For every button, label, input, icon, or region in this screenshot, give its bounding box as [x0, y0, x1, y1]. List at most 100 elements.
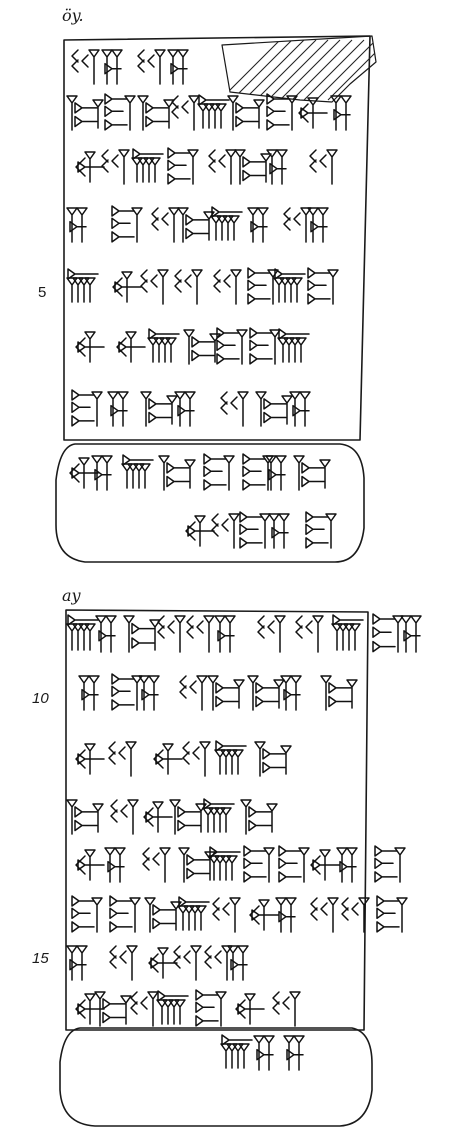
cuneiform-wedge: [262, 748, 286, 760]
cuneiform-wedge: [207, 675, 219, 711]
cuneiform-wedge: [168, 207, 180, 243]
cuneiform-wedge: [343, 623, 355, 651]
cuneiform-wedge: [101, 49, 113, 85]
cuneiform-wedge: [77, 1003, 105, 1015]
cuneiform-wedge: [211, 523, 219, 537]
cuneiform-wedge: [212, 897, 220, 911]
cuneiform-wedge: [247, 267, 271, 279]
cuneiform-wedge: [346, 847, 358, 883]
cuneiform-wedge: [77, 753, 105, 765]
cuneiform-wedge: [226, 749, 238, 775]
cuneiform-wedge: [274, 615, 286, 653]
cuneiform-wedge: [78, 457, 90, 489]
cuneiform-wedge: [116, 337, 127, 357]
cuneiform-wedge: [133, 463, 145, 489]
cuneiform-wedge: [72, 277, 84, 303]
cuneiform-wedge: [243, 845, 267, 857]
cuneiform-wedge: [372, 640, 396, 653]
cuneiform-wedge: [257, 625, 265, 639]
cuneiform-wedge: [186, 625, 194, 639]
cuneiform-wedge: [226, 855, 238, 881]
cuneiform-wedge: [310, 855, 321, 875]
cuneiform-wedge: [336, 847, 348, 883]
cuneiform-wedge: [158, 455, 170, 491]
cuneiform-wedge: [145, 811, 173, 823]
cuneiform-wedge: [111, 685, 131, 698]
cuneiform-wedge: [77, 859, 105, 871]
cuneiform-wedge: [171, 105, 179, 119]
cuneiform-wedge: [148, 953, 159, 973]
cuneiform-wedge: [107, 391, 119, 427]
cuneiform-wedge: [214, 807, 226, 833]
cuneiform-wedge: [102, 1011, 126, 1024]
cuneiform-wedge: [66, 945, 78, 981]
cuneiform-wedge: [291, 277, 303, 303]
cuneiform-wedge: [220, 1043, 232, 1069]
cuneiform-wedge: [228, 513, 240, 549]
cuneiform-wedge: [147, 991, 159, 1027]
cuneiform-wedge: [247, 675, 259, 711]
cuneiform-wedge: [104, 93, 128, 105]
reverse-face: [59, 609, 373, 1127]
cuneiform-wedge: [119, 950, 127, 964]
cuneiform-wedge: [225, 149, 237, 185]
cuneiform-wedge: [300, 207, 312, 243]
cuneiform-wedge: [298, 103, 309, 123]
cuneiform-wedge: [209, 846, 241, 858]
cuneiform-wedge: [307, 207, 319, 243]
cuneiform-wedge: [203, 615, 215, 653]
cuneiform-wedge: [104, 62, 122, 75]
cuneiform-wedge: [351, 902, 359, 916]
cuneiform-wedge: [209, 333, 221, 363]
cuneiform-wedge: [84, 993, 96, 1025]
cuneiform-wedge: [301, 475, 325, 488]
cuneiform-wedge: [195, 905, 207, 931]
cuneiform-wedge: [131, 622, 155, 635]
cuneiform-wedge: [208, 149, 216, 163]
cuneiform-wedge: [147, 54, 155, 68]
cuneiform-wedge: [71, 49, 79, 63]
cuneiform-wedge: [279, 277, 291, 303]
cuneiform-wedge: [372, 613, 396, 625]
cuneiform-wedge: [147, 337, 159, 363]
cuneiform-wedge: [235, 999, 246, 1019]
cuneiform-wedge: [165, 337, 177, 363]
cuneiform-wedge: [177, 49, 189, 85]
cuneiform-wedge: [305, 511, 329, 523]
cuneiform-wedge: [104, 119, 128, 131]
cuneiform-wedge: [81, 54, 89, 68]
cuneiform-wedge: [141, 688, 159, 701]
cuneiform-wedge: [248, 806, 272, 818]
cuneiform-wedge: [227, 945, 239, 981]
cuneiform-wedge: [226, 1043, 238, 1069]
cuneiform-wedge: [208, 855, 220, 881]
cuneiform-wedge: [111, 699, 135, 711]
cuneiform-wedge: [71, 467, 99, 479]
cuneiform-wedge: [272, 1001, 280, 1015]
cuneiform-wedge: [170, 62, 188, 75]
cuneiform-wedge: [203, 465, 223, 478]
cuneiform-wedge: [268, 468, 286, 481]
cuneiform-wedge: [66, 277, 78, 303]
cuneiform-wedge: [157, 615, 165, 629]
cuneiform-wedge: [215, 695, 239, 708]
cuneiform-wedge: [91, 897, 103, 933]
cuneiform-wedge: [148, 675, 160, 711]
cuneiform-wedge: [333, 108, 351, 121]
cuneiform-wedge: [149, 619, 161, 651]
cuneiform-wedge: [75, 337, 86, 357]
cuneiform-wedge: [222, 215, 234, 241]
cuneiform-wedge: [152, 917, 176, 930]
cuneiform-wedge: [283, 217, 291, 231]
cuneiform-wedge: [78, 675, 90, 711]
cuneiform-wedge: [184, 391, 196, 427]
cuneiform-wedge: [150, 957, 178, 969]
cuneiform-wedge: [214, 749, 226, 775]
cuneiform-signs: [66, 49, 422, 1071]
cuneiform-wedge: [142, 857, 150, 871]
cuneiform-wedge: [162, 999, 174, 1025]
cuneiform-wedge: [213, 269, 221, 283]
cuneiform-wedge: [94, 991, 106, 1027]
cuneiform-wedge: [143, 157, 155, 183]
cuneiform-wedge: [392, 615, 404, 653]
